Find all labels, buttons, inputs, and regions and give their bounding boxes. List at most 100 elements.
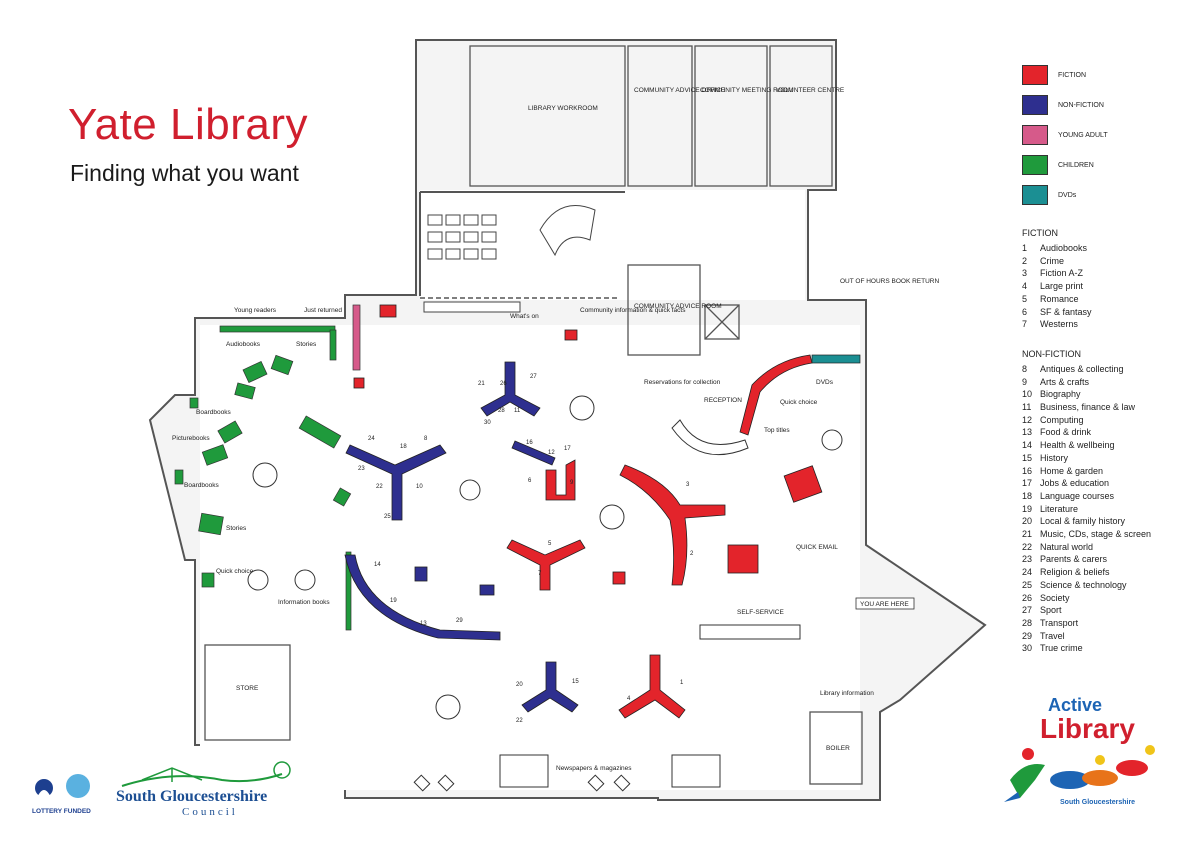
label-picturebooks: Picturebooks <box>172 435 210 442</box>
label-top-titles: Top titles <box>764 427 790 434</box>
room-boiler <box>809 711 863 785</box>
room-volunteer <box>769 45 833 187</box>
fiction-shelves <box>353 304 823 719</box>
shelf-number: 21 <box>478 381 485 387</box>
active-figure-icon <box>1004 745 1155 802</box>
logo-text: Active <box>1048 695 1103 715</box>
just-returned-shelf <box>329 329 337 361</box>
shelf-number: 12 <box>548 450 555 456</box>
shelf-number: 29 <box>456 618 463 624</box>
lottery-funded-logo: LOTTERY FUNDED <box>30 770 102 818</box>
label-dvds: DVDs <box>816 379 834 386</box>
legend-swatch <box>1022 185 1048 205</box>
dvd-shelf <box>811 354 861 364</box>
legend-label: YOUNG ADULT <box>1058 131 1108 139</box>
shelf-number: 25 <box>384 514 391 520</box>
top-wing-floor <box>420 190 805 300</box>
lottery-hands-icon <box>35 774 90 800</box>
young-adult-shelf <box>352 304 361 371</box>
label-boardbooks-1: Boardbooks <box>196 409 231 416</box>
shelf-number: 10 <box>416 484 423 490</box>
room-meeting <box>694 45 768 187</box>
label-stories-top: Stories <box>296 341 317 348</box>
floor-plan: LIBRARY WORKROOM COMMUNITY ADVICE OFFICE… <box>148 39 987 801</box>
lift-cross <box>704 304 740 340</box>
shelf-number: 28 <box>498 408 505 414</box>
shelf-number: 18 <box>400 444 407 450</box>
shelf-number: 30 <box>484 420 491 426</box>
shelf-number: 9 <box>570 480 574 486</box>
shelf-number: 20 <box>516 682 523 688</box>
label-meeting-room: COMMUNITY MEETING ROOM <box>700 87 793 94</box>
children-shelf-top <box>219 325 336 333</box>
label-reception: RECEPTION <box>704 397 742 404</box>
legend-swatch <box>1022 95 1048 115</box>
legend-label: FICTION <box>1058 71 1086 79</box>
label-boiler: BOILER <box>826 745 850 752</box>
shelf-number: 22 <box>376 484 383 490</box>
room-workroom <box>469 45 626 187</box>
legend-swatch <box>1022 155 1048 175</box>
label-you-are-here: YOU ARE HERE <box>860 601 909 608</box>
logo-text: LOTTERY FUNDED <box>32 808 91 815</box>
shelf-number: 6 <box>528 478 532 484</box>
legend-children: CHILDREN <box>1022 150 1192 180</box>
legend-young-adult: YOUNG ADULT <box>1022 120 1192 150</box>
bridge-tree-icon <box>121 761 291 787</box>
legend-label: DVDs <box>1058 191 1077 199</box>
label-young-readers: Young readers <box>234 307 277 314</box>
label-quick-choice-right: Quick choice <box>780 399 818 406</box>
reception-desk <box>671 419 749 456</box>
self-service-desk <box>699 624 801 640</box>
shelf-number: 11 <box>514 408 521 414</box>
legend-dvds: DVDs <box>1022 180 1192 210</box>
label-quick-choice-left: Quick choice <box>216 568 254 575</box>
label-library-information: Library information <box>820 690 874 697</box>
fiction-list-title: FICTION <box>1022 228 1058 238</box>
label-boardbooks-2: Boardbooks <box>184 482 219 489</box>
label-workroom: LIBRARY WORKROOM <box>528 105 598 112</box>
label-out-of-hours: OUT OF HOURS BOOK RETURN <box>840 278 939 285</box>
legend-fiction: FICTION <box>1022 60 1192 90</box>
shelf-number: 15 <box>572 679 579 685</box>
logo-text: South Gloucestershire <box>116 788 268 805</box>
shelf-number: 26 <box>500 381 507 387</box>
label-store: STORE <box>236 685 259 692</box>
shelf-number: 4 <box>627 696 631 702</box>
logo-text: South Gloucestershire <box>1060 799 1136 806</box>
room-advice-room <box>627 264 701 356</box>
legend-swatch <box>1022 65 1048 85</box>
round-tables <box>247 395 843 720</box>
shelf-number: 24 <box>368 436 375 442</box>
shelf-number: 1 <box>680 680 684 686</box>
south-gloucestershire-council-logo: South Gloucestershire Council <box>112 760 322 820</box>
you-are-here-box <box>855 597 915 610</box>
shelf-number: 22 <box>516 718 523 724</box>
shelf-number: 16 <box>526 440 533 446</box>
shelf-number: 7 <box>538 571 542 577</box>
label-quick-email: QUICK EMAIL <box>796 544 838 551</box>
label-reservations: Reservations for collection <box>644 379 721 386</box>
shelf-number: 13 <box>420 621 427 627</box>
